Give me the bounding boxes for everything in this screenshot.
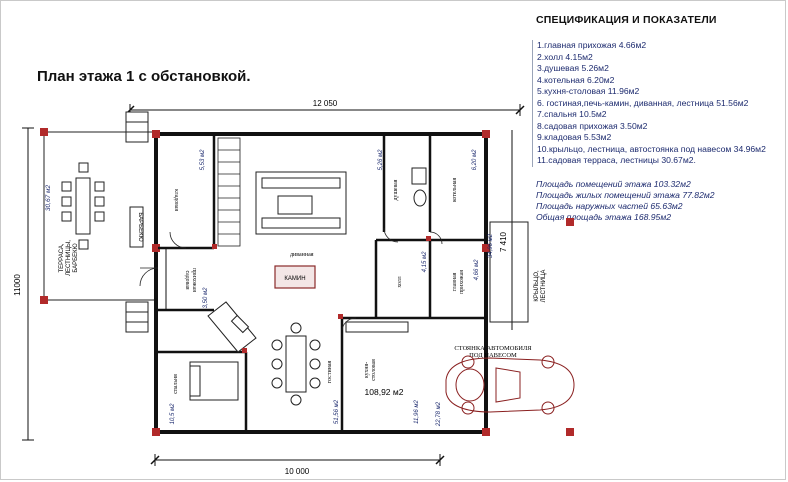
spec-item: 2.холл 4.15м2 (537, 51, 593, 62)
specification-list: 1.главная прихожая 4.66м2 2.холл 4.15м2 … (532, 40, 782, 167)
spec-item: 11.садовая терраса, лестницы 30.67м2. (537, 155, 696, 165)
hall-label: холл (397, 276, 403, 287)
carport-label: ПОД НАВЕСОМ (469, 352, 517, 359)
spec-item: 10.крыльцо, лестница, автостоянка под на… (537, 143, 766, 154)
specification-title: СПЕЦИФИКАЦИЯ И ПОКАЗАТЕЛИ (536, 14, 717, 26)
total-area-label: 108,92 м2 (365, 387, 404, 397)
terrace-label-text: ТЕРРАСА, (59, 243, 65, 272)
terrace-label-text: БАРБЕКЮ (73, 243, 79, 272)
plan-title: План этажа 1 с обстановкой. (37, 68, 251, 85)
spec-item: 3.душевая 5.26м2 (537, 63, 609, 73)
carport-area: 22,78 м2 (436, 401, 442, 427)
dim-top: 12 050 (313, 99, 338, 108)
bedroom-area: 10,5 м2 (170, 403, 176, 424)
kitchen-label: столовая (371, 359, 377, 381)
fireplace (274, 265, 316, 289)
boiler-area: 6,20 м2 (472, 149, 478, 170)
garden-hall-label: садовая (184, 271, 190, 290)
terrace-table (75, 177, 91, 235)
total-living-area: Площадь жилых помещений этажа 77.82м2 (536, 189, 715, 200)
specification-totals: Площадь помещений этажа 103.32м2 Площадь… (532, 179, 782, 223)
main-hall-area: 4,66 м2 (474, 259, 480, 280)
terrace: БАРБЕКЮ 30,67 м2 (40, 111, 157, 333)
bedroom-bed (189, 361, 239, 401)
main-hall-label: прихожая (459, 270, 465, 294)
main-hall-label: главная (452, 272, 458, 291)
terrace-area: 30,67 м2 (45, 185, 52, 212)
total-outdoor-area: Площадь наружных частей 65.63м2 (536, 200, 683, 211)
barbecue (129, 206, 144, 248)
spec-item: 5.кухня-столовая 11.96м2 (537, 86, 640, 96)
spec-item: 9.кладовая 5.53м2 (537, 132, 612, 142)
spec-item: 6. гостиная,печь-камин, диванная, лестни… (537, 97, 749, 108)
spec-item: 7.спальня 10.5м2 (537, 109, 607, 119)
porch (489, 218, 574, 436)
kitchen-counter (345, 321, 409, 333)
spec-item: 4.котельная 6.20м2 (537, 74, 615, 85)
staircase (217, 137, 241, 247)
door-swings (139, 227, 443, 331)
terrace-label-text: ЛЕСТНИЦЫ, (66, 240, 72, 276)
bathroom-fixtures (411, 167, 427, 207)
garden-hall-area: 3,50 м2 (203, 287, 209, 308)
porch-label: КРЫЛЬЦО, (534, 270, 540, 302)
stove (207, 301, 257, 353)
dim-bottom: 10 000 (285, 467, 310, 476)
living-label: гостиная (327, 360, 333, 383)
inner-posts (212, 236, 431, 353)
hall-area: 4,15 м2 (422, 251, 428, 272)
kitchen-area: 11,96 м2 (414, 399, 420, 423)
barbecue-label: БАРБЕКЮ (137, 212, 143, 241)
total-floor-area: Общая площадь этажа 168.95м2 (536, 211, 671, 222)
bedroom-label: спальня (173, 374, 179, 394)
dim-left: 11000 (13, 274, 22, 296)
living-area: 51,56 м2 (334, 399, 340, 424)
corner-posts (152, 130, 490, 436)
fireplace-label: КАМИН (284, 276, 305, 282)
pantry-label: кладовая (173, 189, 179, 211)
shower-area: 5,26 м2 (378, 149, 384, 170)
shower-label: душевая (393, 179, 399, 200)
porch-label: ЛЕСТНИЦА (541, 270, 547, 303)
carport-label: СТОЯНКА АВТОМОБИЛЯ (454, 345, 532, 352)
dining-table (271, 322, 321, 406)
kitchen-label: кухня- (364, 362, 370, 378)
garden-hall-label: прихожая (191, 268, 197, 292)
total-rooms-area: Площадь помещений этажа 103.32м2 (536, 178, 691, 189)
spec-item: 8.садовая прихожая 3.50м2 (537, 120, 648, 131)
sofa-group (255, 171, 347, 235)
dim-right: 7 410 (499, 231, 508, 252)
car-drawing (445, 355, 575, 415)
pantry-area: 5,53 м2 (200, 149, 206, 170)
spec-item: 1.главная прихожая 4.66м2 (537, 40, 647, 50)
porch-area: 34,96 м2 (488, 233, 494, 258)
specification-panel: СПЕЦИФИКАЦИЯ И ПОКАЗАТЕЛИ 1.главная прих… (532, 14, 782, 223)
lounge-label: диванная (290, 252, 314, 258)
boiler-label: котельная (452, 178, 458, 203)
